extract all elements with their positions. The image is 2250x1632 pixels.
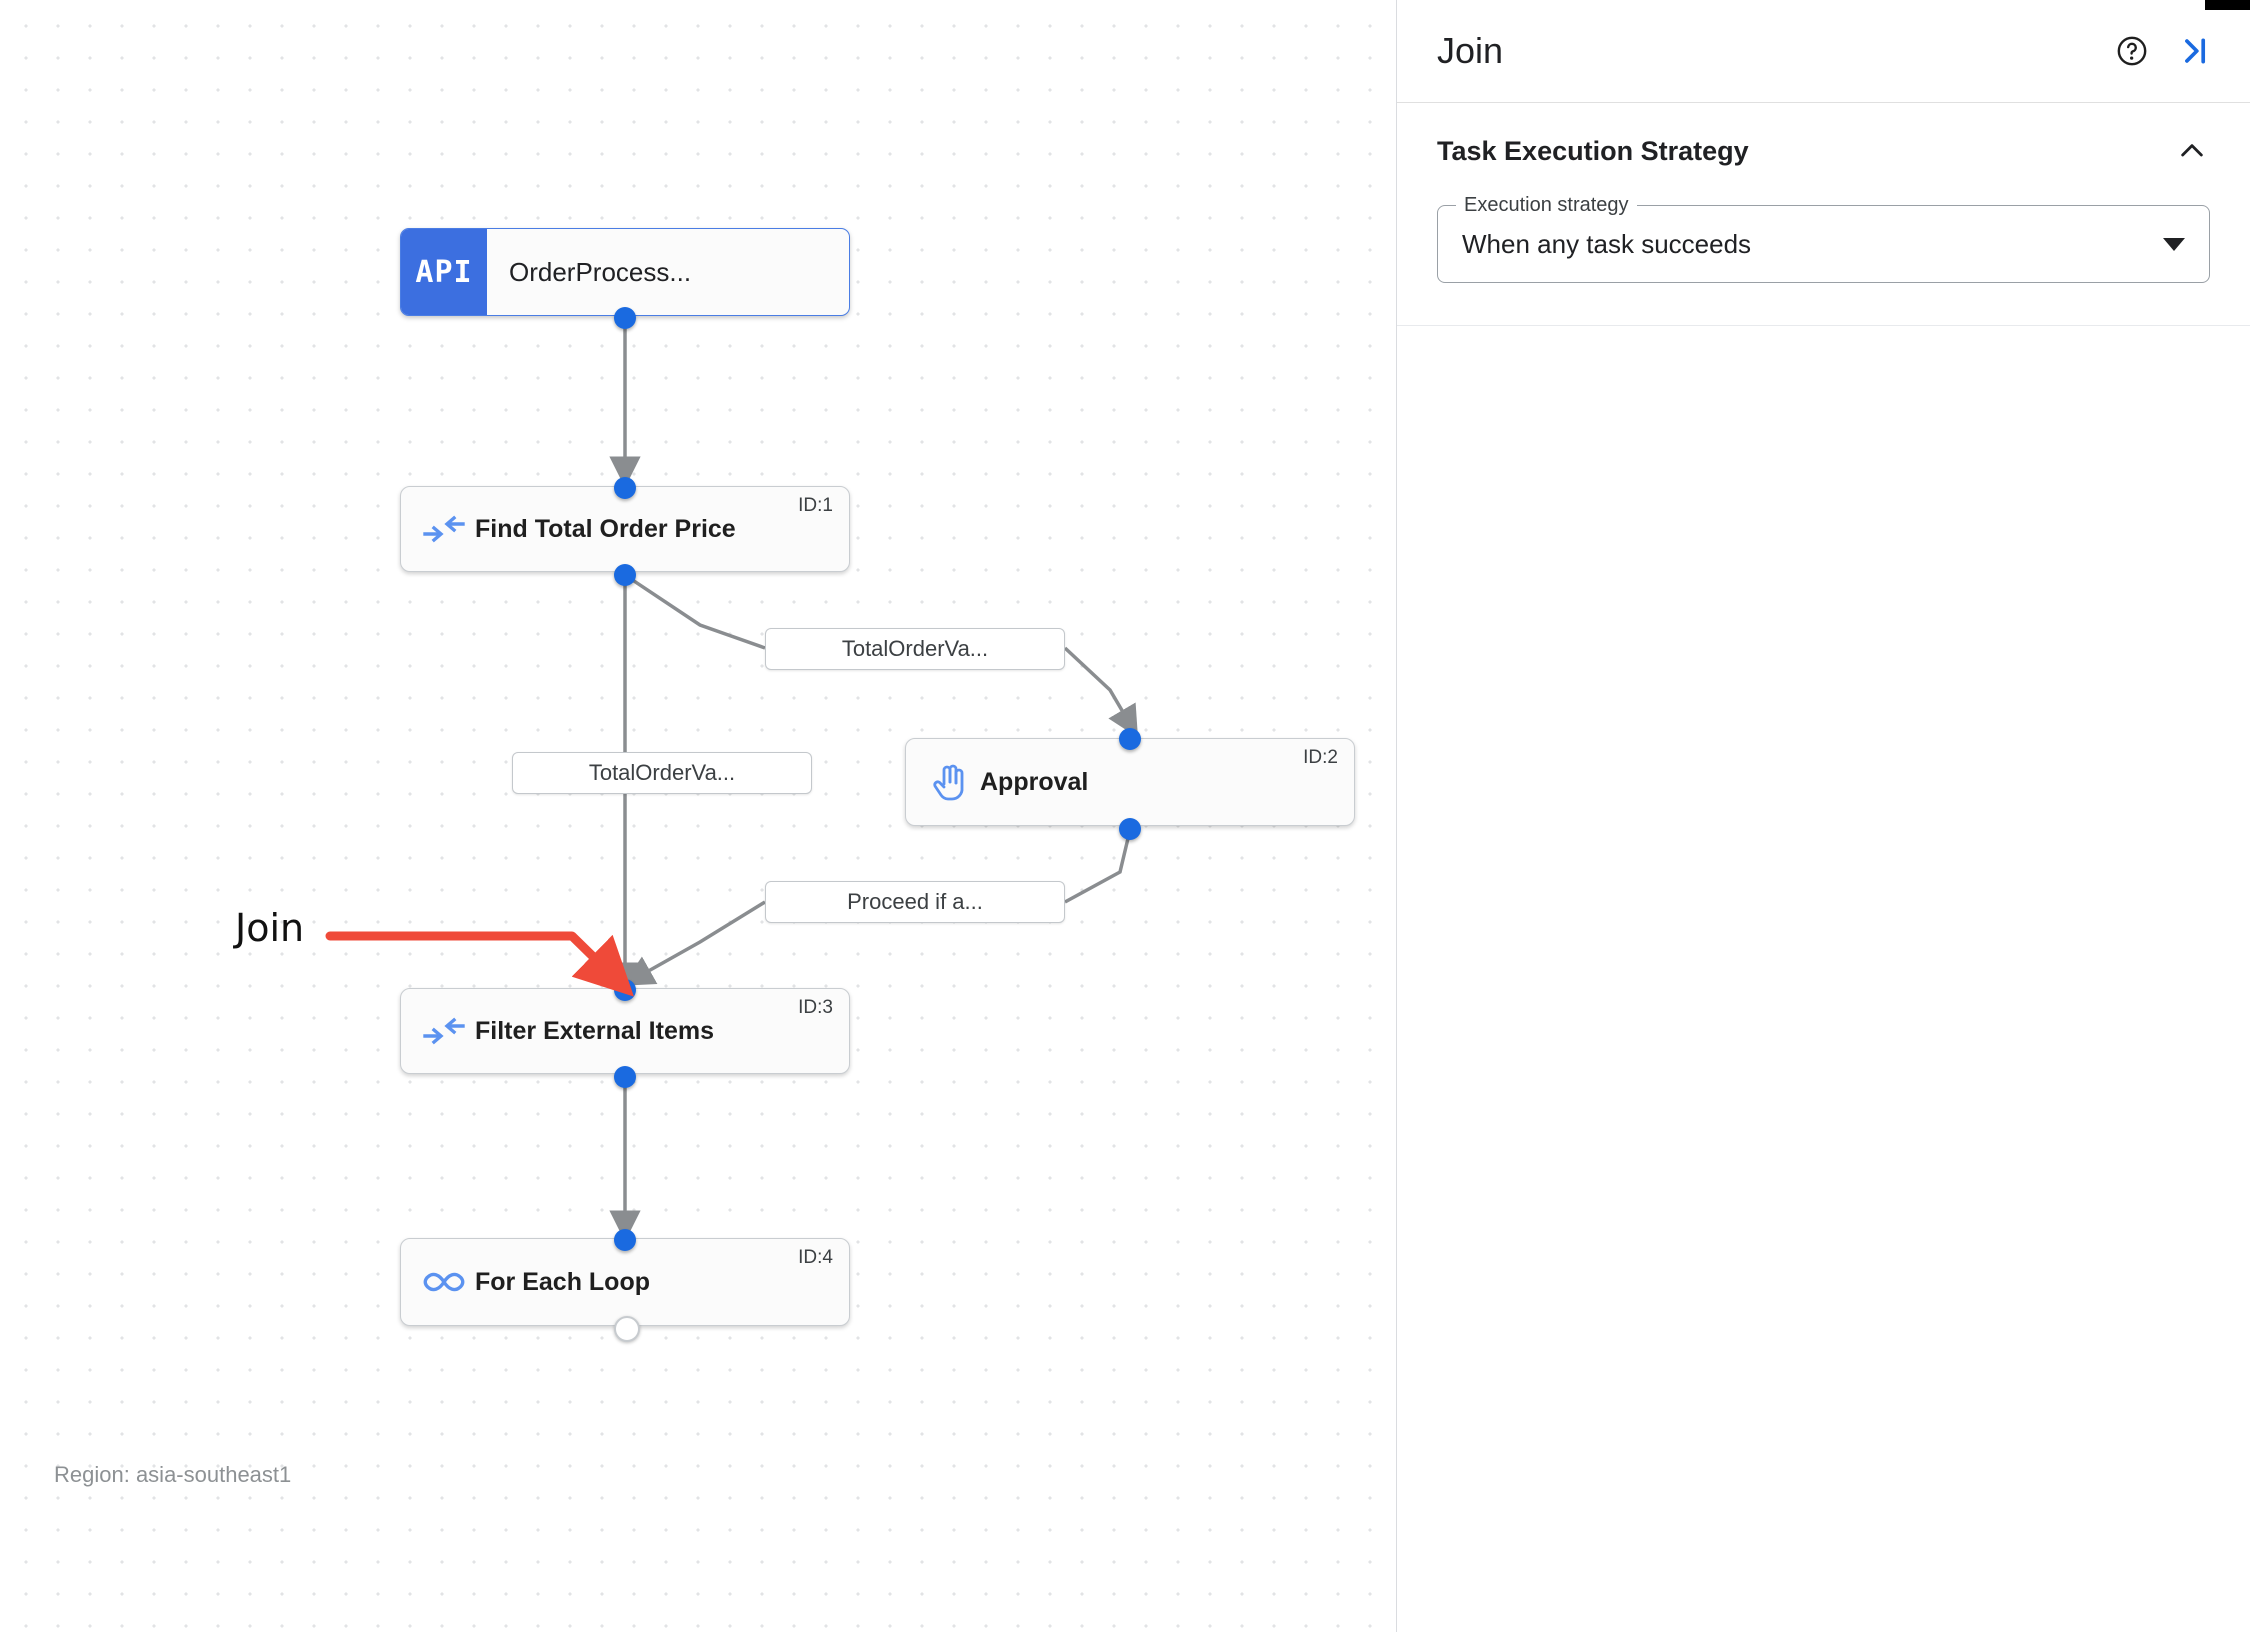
node-id-badge: ID:1 — [798, 495, 833, 516]
workflow-canvas[interactable]: Join API OrderProcess... Find Total Orde… — [0, 0, 1396, 1632]
node1-input-dot[interactable] — [614, 477, 636, 499]
node-title: For Each Loop — [475, 1267, 650, 1296]
node-title: Find Total Order Price — [475, 514, 736, 543]
help-circle-icon[interactable] — [2106, 25, 2158, 77]
panel-body: Task Execution Strategy Execution strate… — [1397, 103, 2250, 326]
node-title: Filter External Items — [475, 1016, 714, 1045]
approval-input-dot[interactable] — [1119, 728, 1141, 750]
panel-title: Join — [1437, 30, 1504, 71]
join-annotation-label: Join — [235, 906, 305, 950]
chevron-down-icon[interactable] — [2163, 237, 2185, 251]
execution-strategy-label: Execution strategy — [1456, 193, 1637, 217]
trigger-output-dot[interactable] — [614, 307, 636, 329]
node1-output-dot[interactable] — [614, 564, 636, 586]
node4-loop-output-dot[interactable] — [614, 1316, 640, 1342]
node-title: Approval — [980, 767, 1089, 796]
section-task-execution-strategy: Task Execution Strategy Execution strate… — [1397, 103, 2250, 326]
window-corner-marker — [2205, 0, 2250, 10]
infinity-icon — [413, 1269, 475, 1295]
panel-header: Join — [1397, 0, 2250, 103]
node-title: OrderProcess... — [509, 256, 692, 287]
section-title: Task Execution Strategy — [1437, 135, 1749, 166]
chevron-up-icon[interactable] — [2174, 133, 2210, 169]
workflow-node-for-each-loop[interactable]: For Each Loop ID:4 — [400, 1238, 850, 1326]
node-id-badge: ID:2 — [1303, 747, 1338, 768]
collapse-panel-icon[interactable] — [2168, 25, 2220, 77]
node4-input-dot[interactable] — [614, 1229, 636, 1251]
node3-output-dot[interactable] — [614, 1066, 636, 1088]
workflow-node-filter-external-items[interactable]: Filter External Items ID:3 — [400, 988, 850, 1074]
region-label: Region: asia-southeast1 — [54, 1462, 292, 1487]
edge-label-proceed-if-approved[interactable]: Proceed if a... — [765, 881, 1065, 923]
edge-label-total-order-value-1[interactable]: TotalOrderVa... — [765, 628, 1065, 670]
node-id-badge: ID:3 — [798, 997, 833, 1018]
approval-output-dot[interactable] — [1119, 818, 1141, 840]
side-panel: Join Task Execution Strategy — [1396, 0, 2250, 1632]
edge-label-total-order-value-2[interactable]: TotalOrderVa... — [512, 752, 812, 794]
node-id-badge: ID:4 — [798, 1247, 833, 1268]
merge-arrows-icon — [413, 1017, 475, 1045]
workflow-node-trigger[interactable]: API OrderProcess... — [400, 228, 850, 316]
section-header[interactable]: Task Execution Strategy — [1437, 133, 2210, 169]
api-badge: API — [401, 229, 487, 315]
workflow-node-approval[interactable]: Approval ID:2 — [905, 738, 1355, 826]
merge-arrows-icon — [413, 515, 475, 543]
node3-input-dot[interactable] — [614, 979, 636, 1001]
execution-strategy-value: When any task succeeds — [1462, 228, 1752, 259]
execution-strategy-select[interactable]: Execution strategy When any task succeed… — [1437, 193, 2210, 283]
raised-hand-icon — [918, 762, 980, 802]
